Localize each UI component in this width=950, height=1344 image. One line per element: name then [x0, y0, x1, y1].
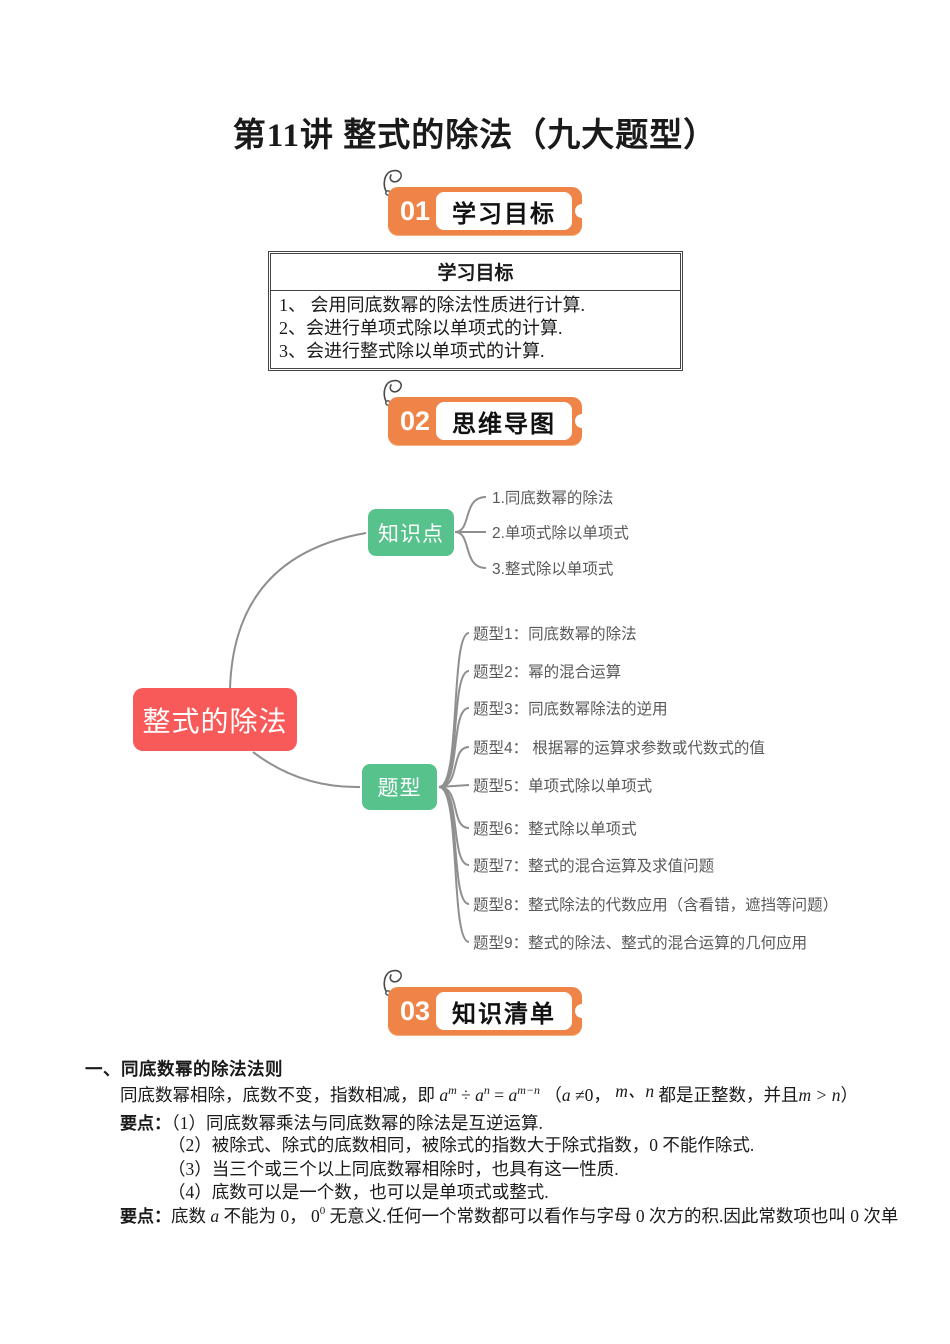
var-mn: m、n [615, 1081, 655, 1101]
formula-base: a [439, 1085, 449, 1105]
note-line: 要点：底数 a 不能为 0， 00 无意义.任何一个常数都可以看作与字母 0 次… [120, 1202, 898, 1228]
badge-label: 学习目标 [436, 192, 572, 230]
var-a: a [561, 1085, 571, 1105]
badge-bar: 03 知识清单 [388, 987, 589, 1035]
key-point-line: 要点：（1）同底数幂乘法与同底数幂的除法是互逆运算. [120, 1109, 543, 1135]
objective-row: 3、会进行整式除以单项式的计算. [279, 341, 545, 361]
mindmap-type-item: 题型1：同底数幂的除法 [473, 626, 637, 643]
badge-notch [575, 204, 589, 218]
badge-number: 03 [399, 995, 431, 1026]
mindmap-root-node: 整式的除法 [133, 688, 297, 751]
mindmap-knowledge-item: 3.整式除以单项式 [492, 561, 614, 578]
section-badge-objectives: 01 学习目标 [383, 169, 589, 235]
badge-number: 02 [399, 405, 431, 436]
mindmap-type-item: 题型6：整式除以单项式 [473, 821, 637, 838]
mindmap-type-item: 题型7：整式的混合运算及求值问题 [473, 858, 715, 875]
intro-text: 同底数幂相除，底数不变，指数相减，即 [120, 1085, 440, 1105]
formula-exponent: m [448, 1083, 457, 1097]
badge-label: 思维导图 [436, 402, 572, 440]
mindmap-type-item: 题型5：单项式除以单项式 [473, 778, 653, 795]
formula-base: a [508, 1085, 518, 1105]
zero-base: 0 [311, 1206, 320, 1226]
key-points-label: 要点： [120, 1114, 171, 1133]
not-equal-zero: ≠0， [570, 1085, 616, 1105]
zero-exponent: 0 [319, 1205, 326, 1217]
mindmap-type-item: 题型3：同底数幂除法的逆用 [473, 701, 668, 718]
mindmap-type-item: 题型4： 根据幂的运算求参数或代数式的值 [473, 740, 765, 757]
formula-base: a [475, 1085, 484, 1105]
var-comparison: m > n [798, 1085, 841, 1105]
mindmap-branch-types: 题型 [362, 764, 437, 810]
key-point-line: （3）当三个或三个以上同底数幂相除时，也具有这一性质. [168, 1159, 619, 1179]
badge-label: 知识清单 [436, 992, 572, 1030]
key-point-text: （1）同底数幂乘法与同底数幂的除法是互逆运算. [171, 1113, 543, 1133]
section-heading: 一、同底数幂的除法法则 [85, 1059, 283, 1079]
var-a: a [210, 1206, 220, 1226]
objectives-table-body: 1、 会用同底数幂的除法性质进行计算. 2、会进行单项式除以单项式的计算. 3、… [271, 291, 680, 368]
badge-notch [575, 414, 589, 428]
paren-close: ） [840, 1085, 859, 1105]
note-text: 底数 [171, 1206, 211, 1226]
mindmap-knowledge-item: 2.单项式除以单项式 [492, 525, 629, 542]
objectives-table-header: 学习目标 [271, 254, 680, 291]
key-point-line: （4）底数可以是一个数，也可以是单项式或整式. [168, 1182, 549, 1202]
objective-row: 2、会进行单项式除以单项式的计算. [279, 318, 563, 338]
badge-number: 01 [399, 195, 431, 226]
paren-open: （ [540, 1085, 562, 1105]
section-badge-mindmap: 02 思维导图 [383, 379, 589, 445]
note-label: 要点： [120, 1207, 171, 1226]
section-badge-knowledge-list: 03 知识清单 [383, 969, 589, 1035]
note-text: 不能为 0， [219, 1206, 311, 1226]
formula-operator: ÷ [456, 1085, 476, 1105]
note-text: 无意义.任何一个常数都可以看作与字母 0 次方的积.因此常数项也叫 0 次单 [325, 1206, 899, 1226]
badge-notch [575, 1004, 589, 1018]
formula-equals: = [489, 1085, 509, 1105]
key-point-line: （2）被除式、除式的底数相同，被除式的指数大于除式指数，0 不能作除式. [168, 1135, 755, 1155]
page-title: 第11讲 整式的除法（九大题型） [232, 118, 718, 154]
condition-text: 都是正整数，并且 [654, 1085, 799, 1105]
mindmap-branch-knowledge: 知识点 [368, 509, 454, 556]
mindmap-type-item: 题型8：整式除法的代数应用（含看错，遮挡等问题） [473, 897, 839, 914]
formula-exponent: n [483, 1083, 490, 1097]
rule-intro-line: 同底数幂相除，底数不变，指数相减，即 am ÷ an = am−n （a ≠0，… [120, 1081, 859, 1107]
mindmap-knowledge-item: 1.同底数幂的除法 [492, 490, 614, 507]
badge-bar: 02 思维导图 [388, 397, 589, 445]
objective-row: 1、 会用同底数幂的除法性质进行计算. [279, 295, 585, 315]
mindmap-type-item: 题型9：整式的除法、整式的混合运算的几何应用 [473, 935, 808, 952]
objectives-table: 学习目标 1、 会用同底数幂的除法性质进行计算. 2、会进行单项式除以单项式的计… [268, 251, 683, 371]
mindmap-type-item: 题型2：幂的混合运算 [473, 664, 622, 681]
badge-bar: 01 学习目标 [388, 187, 589, 235]
formula-exponent: m−n [517, 1083, 541, 1097]
